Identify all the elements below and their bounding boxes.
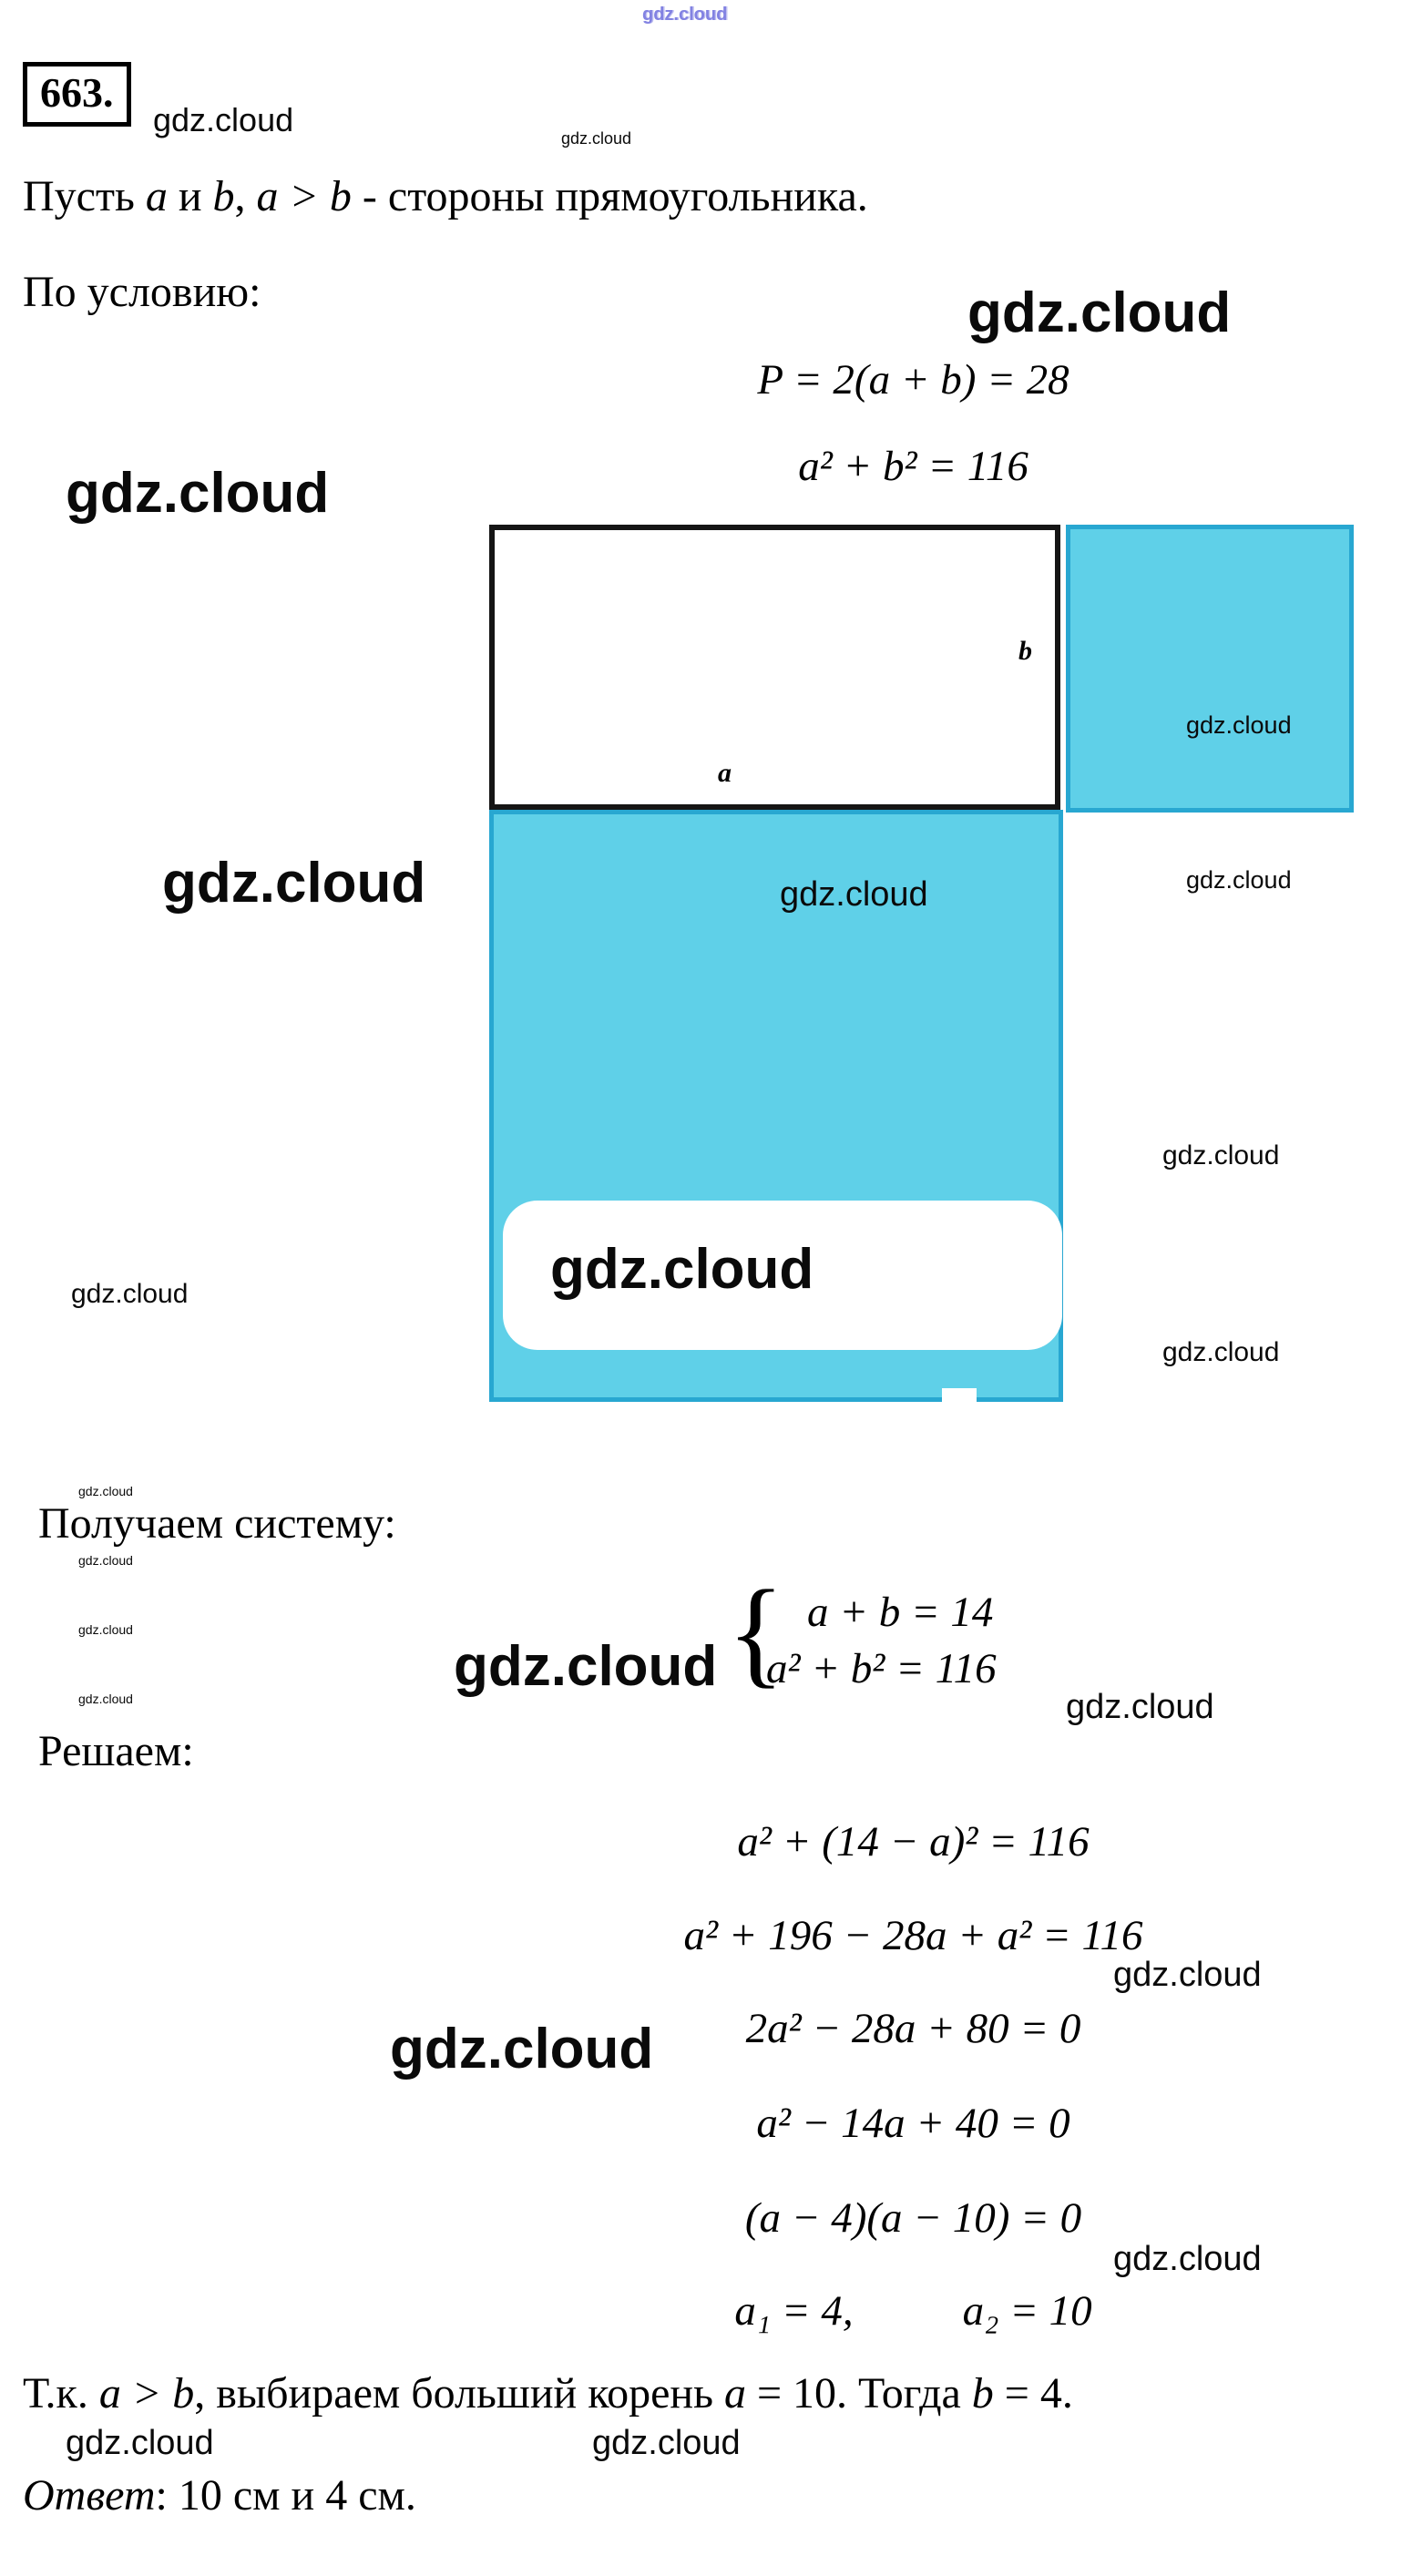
- watermark: gdz.cloud: [78, 1622, 133, 1637]
- watermark: gdz.cloud: [78, 1553, 133, 1568]
- conclusion-math: a > b: [98, 2369, 195, 2418]
- watermark: gdz.cloud: [66, 2424, 214, 2462]
- statement-math: a: [145, 172, 168, 220]
- statement-text: Пусть: [23, 172, 146, 220]
- system-brace: {: [727, 1565, 785, 1699]
- watermark: gdz.cloud: [66, 462, 330, 525]
- watermark: gdz.cloud: [780, 875, 928, 914]
- watermark: gdz.cloud: [1066, 1688, 1214, 1726]
- given-label: По условию:: [23, 268, 261, 316]
- watermark: gdz.cloud: [1162, 1337, 1280, 1367]
- watermark: gdz.cloud: [1186, 711, 1292, 739]
- statement-text: и: [167, 172, 213, 220]
- white-overlay: [503, 1201, 1062, 1350]
- answer-line: Ответ: 10 см и 4 см.: [23, 2470, 416, 2520]
- white-notch: [942, 1388, 977, 1403]
- equation-squares: a² + b² = 116: [798, 443, 1028, 490]
- watermark: gdz.cloud: [1162, 1140, 1280, 1170]
- solve-step: a² + 196 − 28a + a² = 116: [683, 1912, 1143, 1959]
- watermark: gdz.cloud: [642, 5, 728, 25]
- system-label: Получаем систему:: [38, 1499, 396, 1548]
- roots-line: a₁ = 4, a₂ = 10: [424, 2286, 1402, 2336]
- conclusion-math: a: [723, 2369, 746, 2418]
- system-eq1: a + b = 14: [807, 1589, 994, 1636]
- statement-math: b: [212, 172, 235, 220]
- rectangle-ab: [489, 525, 1060, 810]
- problem-number: 663.: [23, 62, 131, 127]
- problem-statement: Пусть a и b, a > b - стороны прямоугольн…: [23, 171, 868, 221]
- equation-perimeter: P = 2(a + b) = 28: [757, 356, 1069, 404]
- statement-math: a > b: [256, 172, 352, 220]
- statement-text: - стороны прямоугольника.: [351, 172, 868, 220]
- answer-text: : 10 см и 4 см.: [155, 2471, 416, 2520]
- watermark: gdz.cloud: [561, 129, 632, 148]
- solve-label: Решаем:: [38, 1727, 194, 1775]
- watermark: gdz.cloud: [153, 101, 294, 138]
- system-eq2: a² + b² = 116: [766, 1645, 997, 1692]
- watermark: gdz.cloud: [78, 1692, 133, 1706]
- conclusion-text: Т.к.: [23, 2369, 99, 2418]
- statement-text: ,: [234, 172, 257, 220]
- solve-step: a² − 14a + 40 = 0: [756, 2100, 1070, 2147]
- watermark: gdz.cloud: [162, 852, 426, 915]
- watermark: gdz.cloud: [550, 1238, 814, 1301]
- watermark: gdz.cloud: [390, 2018, 654, 2080]
- conclusion-text: = 10. Тогда: [745, 2369, 972, 2418]
- watermark: gdz.cloud: [78, 1484, 133, 1498]
- side-label-b: b: [1018, 636, 1032, 666]
- side-label-a: a: [718, 758, 732, 788]
- conclusion-math: b: [971, 2369, 994, 2418]
- watermark: gdz.cloud: [1113, 1956, 1262, 1994]
- watermark: gdz.cloud: [592, 2424, 741, 2462]
- solve-step: (a − 4)(a − 10) = 0: [744, 2194, 1082, 2242]
- square-b-squared: [1066, 525, 1354, 813]
- conclusion-line: Т.к. a > b, выбираем больший корень a = …: [23, 2368, 1073, 2418]
- answer-label: Ответ: [23, 2471, 156, 2520]
- watermark: gdz.cloud: [454, 1635, 718, 1698]
- conclusion-text: = 4.: [993, 2369, 1073, 2418]
- watermark: gdz.cloud: [71, 1279, 189, 1309]
- root-1: a₁ = 4,: [734, 2287, 854, 2335]
- conclusion-text: , выбираем больший корень: [194, 2369, 724, 2418]
- watermark: gdz.cloud: [967, 281, 1232, 344]
- solve-step: a² + (14 − a)² = 116: [737, 1818, 1090, 1866]
- root-2: a₂ = 10: [962, 2287, 1092, 2335]
- watermark: gdz.cloud: [1113, 2240, 1262, 2278]
- watermark: gdz.cloud: [1186, 866, 1292, 894]
- solve-step: 2a² − 28a + 80 = 0: [745, 2005, 1081, 2052]
